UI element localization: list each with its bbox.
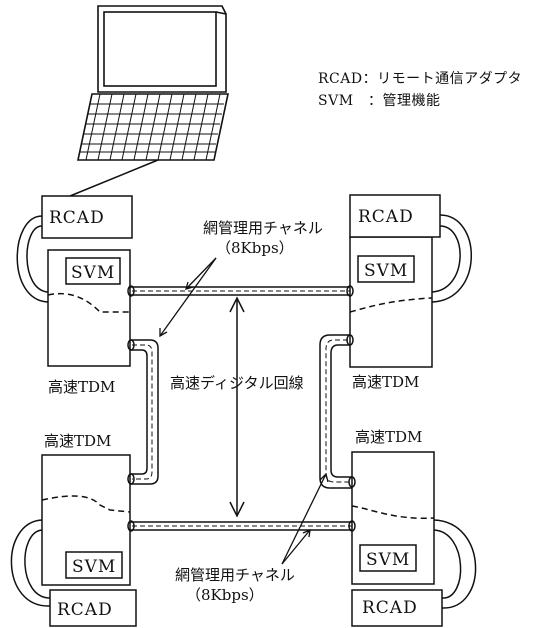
rcad-label-bottom-right: RCAD xyxy=(362,598,418,618)
digital-line-right xyxy=(319,334,356,489)
rcad-box-top-left xyxy=(41,195,133,239)
channel-pointer-bottom xyxy=(281,472,329,565)
legend-rcad: RCAD：リモート通信アダプタ xyxy=(318,71,522,87)
node-top-left xyxy=(16,195,133,367)
channel-rate-bottom: （8Kbps） xyxy=(186,586,264,604)
legend-svm: SVM ：管理機能 xyxy=(318,93,441,109)
digital-line-left xyxy=(127,339,159,485)
svm-label-top-left: SVM xyxy=(71,263,115,283)
digital-line-bottom xyxy=(127,520,356,532)
svm-box-bottom-left xyxy=(65,551,123,579)
rcad-label-top-right: RCAD xyxy=(358,207,414,227)
digital-line-label: 高速ディジタル回線 xyxy=(170,374,304,392)
node-bottom-left xyxy=(10,454,137,627)
tdm-label-bottom-right: 高速TDM xyxy=(355,428,422,446)
rcad-label-top-left: RCAD xyxy=(49,208,105,228)
line-span-arrow xyxy=(229,296,245,518)
svm-box-bottom-right xyxy=(359,544,417,572)
svm-box-top-left xyxy=(65,257,121,285)
svm-box-top-right xyxy=(357,255,415,283)
digital-line-top xyxy=(127,285,354,297)
node-bottom-right xyxy=(351,451,477,627)
svm-label-bottom-right: SVM xyxy=(366,550,410,570)
tdm-label-top-left: 高速TDM xyxy=(48,378,115,396)
terminal-icon xyxy=(77,5,229,161)
channel-label-top: 網管理用チャネル xyxy=(203,219,323,237)
terminal-cable xyxy=(69,159,159,197)
rcad-box-bottom-left xyxy=(49,589,137,627)
tdm-label-bottom-left: 高速TDM xyxy=(44,432,111,450)
svm-label-top-right: SVM xyxy=(364,261,408,281)
rcad-box-bottom-right xyxy=(351,589,443,627)
channel-label-bottom: 網管理用チャネル xyxy=(175,566,295,584)
rcad-box-top-right xyxy=(349,194,441,238)
rcad-label-bottom-left: RCAD xyxy=(57,600,113,620)
channel-rate-top: （8Kbps） xyxy=(216,239,294,257)
node-top-right xyxy=(349,194,472,368)
channel-pointer-top xyxy=(159,257,217,338)
svm-label-bottom-left: SVM xyxy=(72,557,116,577)
tdm-label-top-right: 高速TDM xyxy=(352,373,419,391)
